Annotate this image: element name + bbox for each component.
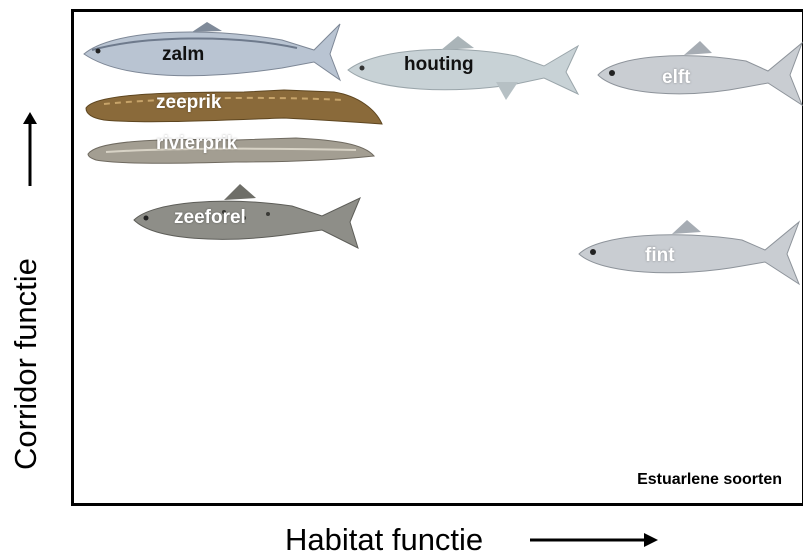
fish-label-zeeforel: zeeforel <box>174 207 246 229</box>
twaite-shad-icon <box>577 216 802 288</box>
plot-frame: zalm houting elft zeeprik r <box>71 9 803 506</box>
fish-zeeforel: zeeforel <box>132 182 362 254</box>
sea-trout-icon <box>132 182 362 254</box>
fish-elft: elft <box>596 37 803 109</box>
x-axis-arrow-icon <box>530 530 660 550</box>
fish-label-houting: houting <box>404 54 474 76</box>
fish-label-zalm: zalm <box>162 44 204 66</box>
shad-icon <box>596 37 803 109</box>
fish-rivierprik: rivierprik <box>86 130 376 168</box>
fish-label-rivierprik: rivierprik <box>156 133 237 155</box>
fish-label-elft: elft <box>662 67 691 89</box>
fish-zeeprik: zeeprik <box>84 84 384 134</box>
y-axis-label: Corridor functie <box>8 258 44 470</box>
sea-lamprey-icon <box>84 84 384 134</box>
fish-label-fint: fint <box>645 245 675 267</box>
estuarine-species-label: Estuarlene soorten <box>637 471 782 489</box>
fish-label-zeeprik: zeeprik <box>156 92 221 114</box>
fish-zalm: zalm <box>82 22 342 82</box>
salmon-icon <box>82 22 342 82</box>
y-axis-arrow-icon <box>20 112 40 187</box>
x-axis-label: Habitat functie <box>285 522 483 558</box>
fish-fint: fint <box>577 216 802 288</box>
